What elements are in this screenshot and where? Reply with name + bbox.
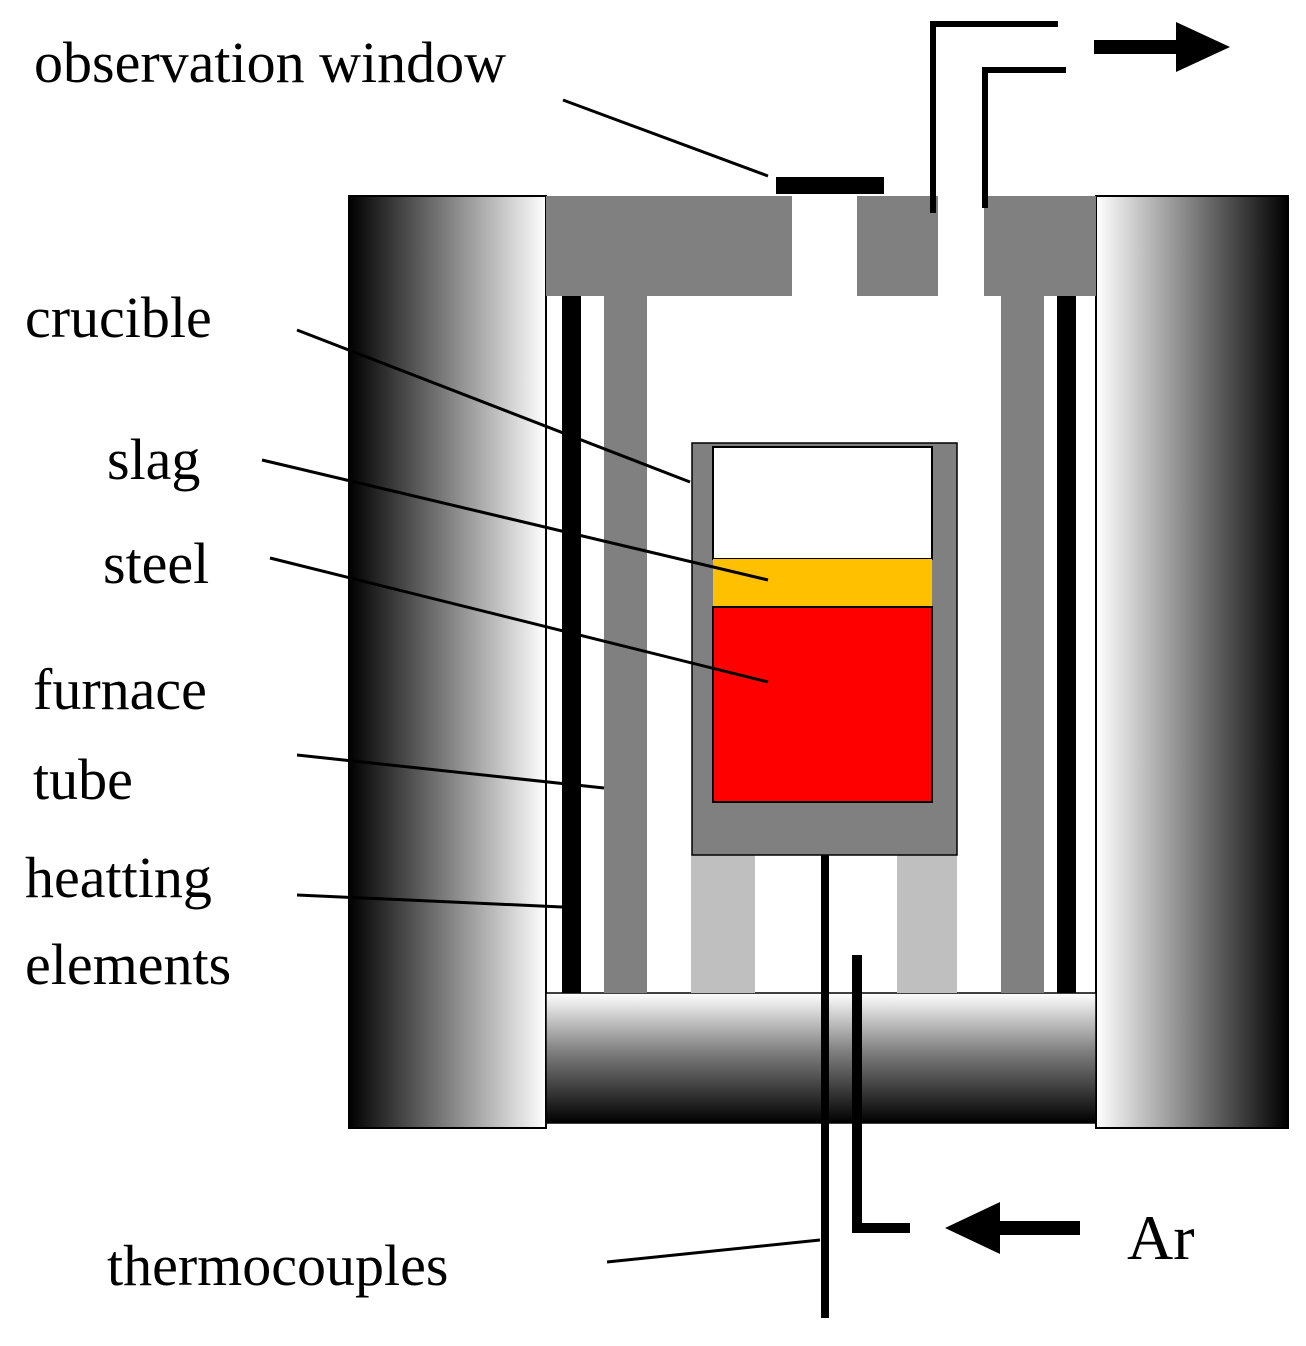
label-furnace-tube-line1: furnace: [33, 657, 207, 722]
furnace-tube-left: [604, 296, 647, 993]
outlet-arrow-head: [1176, 22, 1230, 72]
leader-thermocouples: [606, 1238, 821, 1264]
heating-element-left: [562, 296, 581, 993]
label-slag: slag: [107, 427, 200, 492]
crucible-support-left: [691, 855, 755, 993]
furnace-wall-left: [348, 195, 547, 1129]
label-heating-elements-line1: heatting: [25, 845, 212, 910]
leader-observation-window: [562, 98, 769, 178]
heating-element-right: [1057, 296, 1076, 993]
gas-outlet-tube-inner: [982, 67, 1066, 208]
label-observation-window: observation window: [34, 30, 506, 95]
slag-layer: [713, 559, 932, 607]
label-furnace-tube-line2: tube: [33, 747, 133, 812]
steel-melt: [712, 606, 933, 803]
leader-furnace-tube: [296, 753, 605, 790]
lid-left: [546, 196, 792, 296]
gas-outlet-tube: [930, 21, 1058, 213]
label-heating-elements-line2: elements: [25, 932, 231, 997]
crucible-cavity: [712, 446, 933, 560]
lid-middle: [857, 196, 938, 296]
furnace-tube-right: [1001, 296, 1044, 993]
observation-window: [776, 177, 884, 194]
argon-inlet-pipe: [852, 955, 910, 1233]
leader-steel: [269, 556, 769, 684]
lid-right: [984, 196, 1096, 296]
leader-heating-elements: [296, 893, 563, 909]
leader-slag: [261, 458, 769, 582]
crucible-support-right: [897, 855, 957, 993]
label-argon: Ar: [1127, 1202, 1195, 1273]
label-steel: steel: [103, 531, 209, 596]
label-thermocouples: thermocouples: [107, 1233, 448, 1298]
leader-crucible: [296, 328, 691, 484]
argon-arrow-head: [945, 1202, 1000, 1254]
furnace-wall-right: [1095, 195, 1289, 1129]
label-crucible: crucible: [25, 285, 212, 350]
